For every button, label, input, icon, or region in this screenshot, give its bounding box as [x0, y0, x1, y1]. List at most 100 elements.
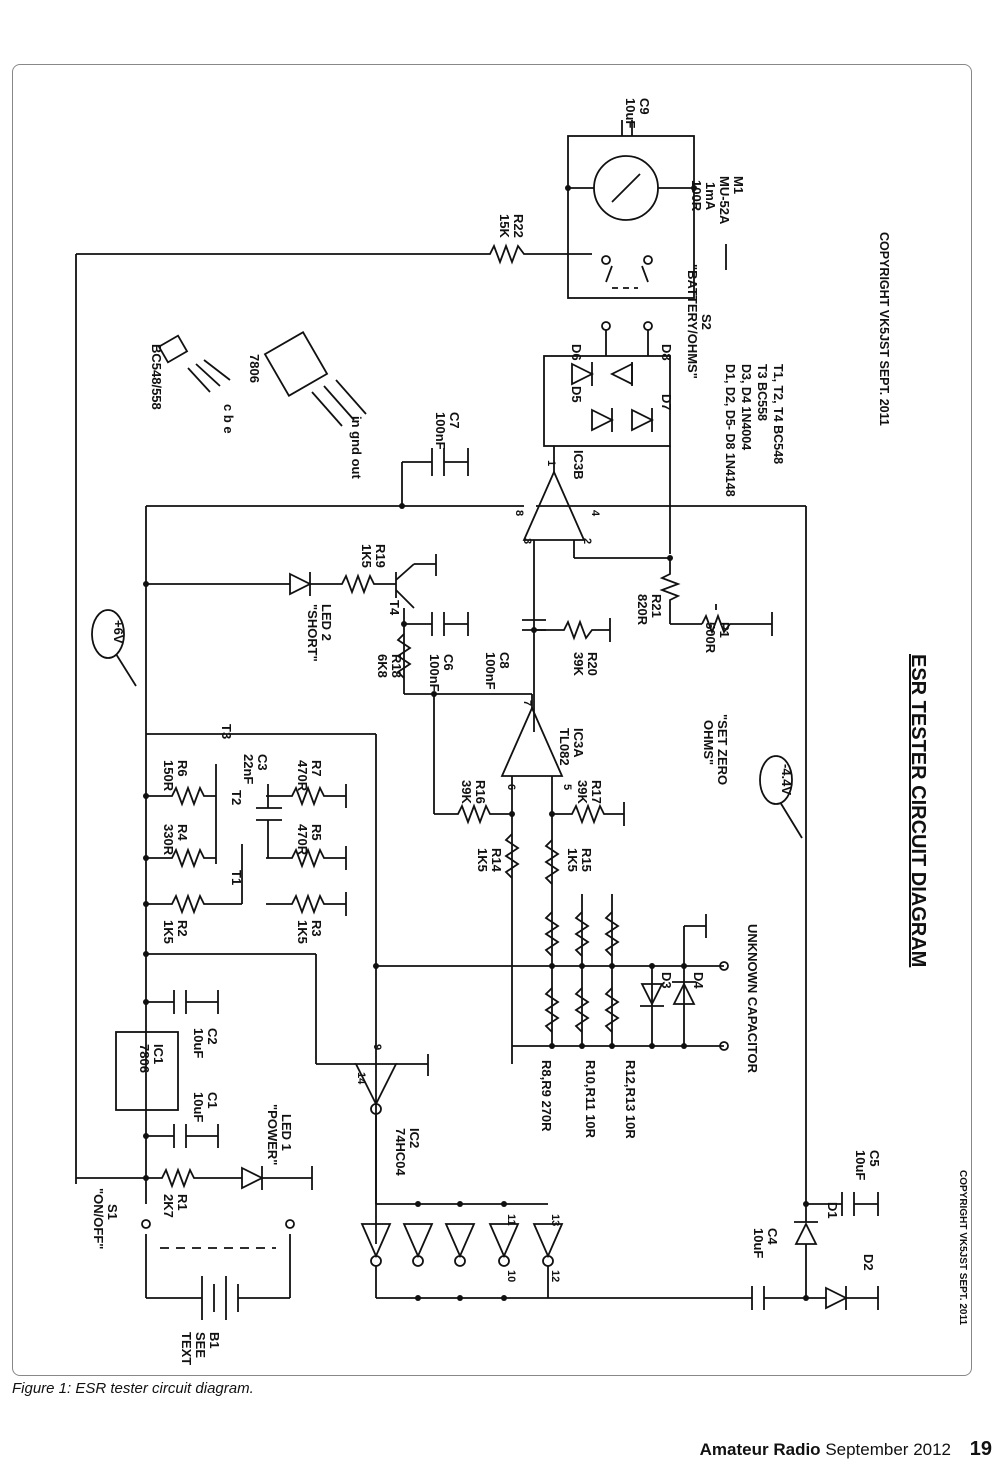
pin-9: 9: [371, 1044, 383, 1050]
label-r17-value: 39K: [575, 780, 590, 804]
label-c1: C1: [205, 1092, 220, 1109]
page-number: 19: [969, 1438, 992, 1460]
label-b1-text: TEXT: [179, 1332, 194, 1365]
label-c4: C4: [765, 1228, 780, 1245]
label-7806-package: 7806: [247, 354, 262, 383]
label-r6-value: 150R: [161, 760, 176, 792]
label-tl082: TL082: [557, 728, 572, 766]
label-minus44v: -4.4V: [779, 764, 794, 795]
label-d4: D4: [691, 972, 706, 989]
label-r15: R15: [579, 848, 594, 872]
label-r5: R5: [309, 824, 324, 841]
label-copyright-main: COPYRIGHT VK5JST SEPT. 2011: [877, 232, 891, 426]
figure-caption: Figure 1: ESR tester circuit diagram.: [12, 1380, 254, 1397]
page-footer: Amateur Radio September 2012 19: [700, 1438, 992, 1461]
label-c3: C3: [255, 754, 270, 771]
diode-bridge: [543, 355, 671, 447]
pin-13: 13: [549, 1214, 561, 1226]
label-d1: D1: [825, 1202, 840, 1219]
label-r7-value: 470R: [295, 760, 310, 792]
label-r2-value: 1K5: [161, 920, 176, 944]
ic3a-opamp: [500, 705, 564, 777]
label-c4-value: 10uF: [751, 1228, 766, 1258]
label-m1-range: 1mA: [703, 182, 718, 211]
label-r5-value: 470R: [295, 824, 310, 856]
issue-date: September 2012: [825, 1440, 952, 1459]
label-c6: C6: [441, 654, 456, 671]
label-led1: LED 1: [279, 1114, 294, 1151]
junction-dots: [143, 185, 809, 1301]
label-c3-value: 22nF: [241, 754, 256, 784]
label-s1-name: "ON/OFF": [91, 1188, 106, 1249]
label-led2-name: "SHORT": [305, 604, 320, 662]
meter-loop: [567, 135, 695, 299]
ic1-regulator: [115, 1031, 179, 1111]
label-c1-value: 10uF: [191, 1092, 206, 1122]
label-d6: D6: [569, 344, 584, 361]
label-m1: M1: [731, 176, 746, 194]
pin-14: 14: [355, 1072, 367, 1085]
label-ic2: IC2: [407, 1128, 422, 1148]
label-t1: T1: [229, 870, 244, 885]
label-set-zero-1: "SET ZERO: [715, 714, 730, 785]
label-r21-value: 820R: [635, 594, 650, 626]
plus6v-badge: [91, 609, 125, 659]
minus44v-badge: [759, 755, 793, 805]
pin-10: 10: [505, 1270, 517, 1282]
label-plus6v: +6V: [111, 620, 126, 644]
label-b1-see: SEE: [193, 1332, 208, 1358]
pin-11: 11: [505, 1214, 517, 1226]
label-r4: R4: [175, 824, 190, 841]
label-b1: B1: [207, 1332, 222, 1349]
label-c5: C5: [867, 1150, 882, 1167]
label-r3-value: 1K5: [295, 920, 310, 944]
label-reg-pins: in gnd out: [349, 416, 364, 479]
label-d8: D8: [659, 344, 674, 361]
label-c7-value: 100nF: [433, 412, 448, 450]
label-r16: R16: [473, 780, 488, 804]
label-d5: D5: [569, 386, 584, 403]
ic2-inverter: [354, 1063, 398, 1107]
label-c7: C7: [447, 412, 462, 429]
label-r18: R18: [389, 654, 404, 678]
label-r19-value: 1K5: [359, 544, 374, 568]
label-parts-d: D1, D2, D5- D8 1N4148: [723, 364, 737, 497]
pin-5: 5: [561, 784, 573, 790]
label-c8: C8: [497, 652, 512, 669]
label-s2: S2: [699, 314, 714, 330]
label-r15-value: 1K5: [565, 848, 580, 872]
label-pins-cbe: c b e: [221, 404, 236, 434]
label-c5-value: 10uF: [853, 1150, 868, 1180]
label-s1: S1: [105, 1204, 120, 1220]
label-c2-value: 10uF: [191, 1028, 206, 1058]
label-r12-r13: R12,R13 10R: [623, 1060, 638, 1139]
esr-schematic: C9 10uF M1 MU-52A 1mA 100R R22 15K S2 "B…: [75, 98, 968, 1365]
label-d7: D7: [659, 394, 674, 411]
label-r14: R14: [489, 848, 504, 873]
label-p1-value: 500R: [703, 622, 718, 654]
label-parts-t: T1, T2, T4 BC548: [771, 364, 785, 464]
label-ic2-type: 74HC04: [393, 1128, 408, 1176]
label-c8-value: 100nF: [483, 652, 498, 690]
label-ic1-type: 7806: [137, 1044, 152, 1073]
pin-8: 8: [513, 510, 525, 516]
label-c6-value: 100nF: [427, 654, 442, 692]
label-m1-res: 100R: [689, 180, 704, 212]
label-r7: R7: [309, 760, 324, 777]
pin-1: 1: [545, 460, 557, 466]
label-r2: R2: [175, 920, 190, 937]
pin-2: 2: [581, 538, 593, 544]
label-r8-r9: R8,R9 270R: [539, 1060, 554, 1132]
diagram-title: ESR TESTER CIRCUIT DIAGRAM: [907, 654, 929, 967]
label-r14-value: 1K5: [475, 848, 490, 872]
ic3b-opamp: [522, 469, 586, 541]
pin-7: 7: [521, 700, 533, 706]
label-set-zero-2: OHMS": [701, 720, 716, 765]
pin-12: 12: [549, 1270, 561, 1282]
label-r16-value: 39K: [459, 780, 474, 804]
inverter-bank: [360, 1223, 564, 1267]
label-r1: R1: [175, 1194, 190, 1211]
label-m1-type: MU-52A: [717, 176, 732, 225]
figure-frame: [12, 64, 972, 1376]
label-parts-t3: T3 BC558: [755, 364, 769, 421]
